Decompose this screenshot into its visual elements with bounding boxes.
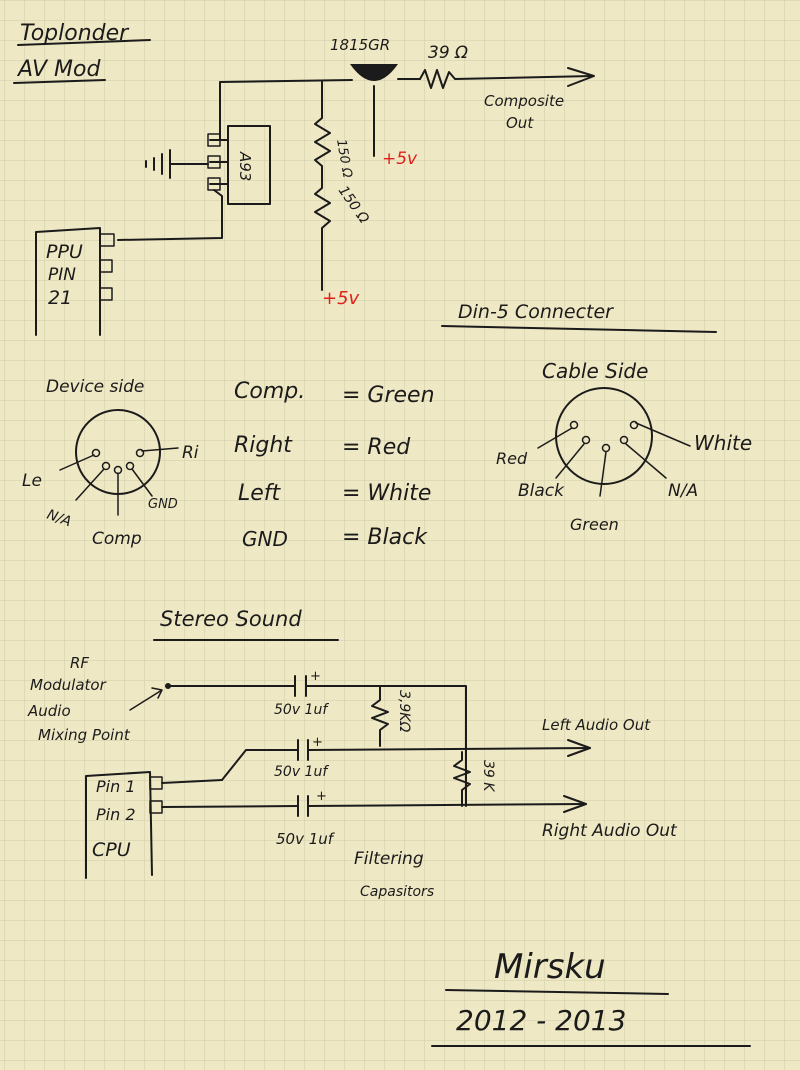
right-audio-line [161,803,587,808]
title-line-2: AV Mod [16,57,101,82]
resistor-39-ohm [419,69,593,89]
stereo-sound-section: Stereo Sound RF Modulator Audio Mixing P… [27,607,678,900]
cable-side-label: Cable Side [542,359,648,383]
cable-pin-green: Green [570,515,619,534]
signature-years: 2012 - 2013 [456,1004,626,1037]
composite-out-label-1: Composite [484,92,564,110]
filtering-label-1: Filtering [354,849,424,869]
capacitor-1-label: 50v 1uf [274,702,329,718]
din5-heading: Din-5 Connecter [458,301,614,323]
ground-symbol [145,149,209,179]
map-signal-3: GND [242,527,288,551]
svg-text:+: + [316,789,327,804]
capacitor-1 [294,675,307,697]
svg-text:+: + [312,735,323,750]
left-audio-line [221,747,591,781]
device-pin-le: Le [22,471,42,491]
capacitor-3-label: 50v 1uf [276,830,336,848]
signature-block: Mirsku 2012 - 2013 [431,947,751,1047]
chip-a93-label: A93 [236,151,254,181]
map-color-0: = Green [342,383,435,408]
rf-note-3: Audio [27,702,71,720]
rf-note-2: Modulator [30,676,107,694]
filtering-label-2: Capasitors [360,884,434,900]
resistor-150-1: 150 Ω [333,138,355,179]
cpu-pin2: Pin 2 [96,805,136,824]
composite-arrow [567,67,595,87]
ppu-label-3: 21 [48,287,72,309]
resistor-39k-label: 39 K [480,760,496,793]
resistor-3-9k-label: 3,9KΩ [396,690,412,732]
title-block: Toplonder AV Mod [13,21,151,84]
map-signal-0: Comp. [234,379,305,404]
transistor-symbol [350,64,398,81]
ppu-label-2: PIN [48,265,76,285]
device-pin-gnd: GND [148,497,178,512]
stereo-heading: Stereo Sound [160,607,302,631]
transistor-label: 1815GR [330,36,390,54]
device-side-label: Device side [46,377,144,397]
map-color-3: = Black [342,525,428,550]
rf-note-4: Mixing Point [38,726,131,744]
rf-note-1: RF [70,654,89,672]
signature-name: Mirsku [494,947,606,987]
map-color-1: = Red [342,435,411,460]
resistor-39-ohm-label: 39 Ω [428,43,468,63]
map-signal-1: Right [234,433,293,458]
map-signal-2: Left [238,481,282,506]
map-color-2: = White [342,481,431,506]
cpu-chip [85,771,153,879]
cable-pin-white: White [694,431,752,455]
capacitor-3 [297,795,309,817]
right-out-label: Right Audio Out [542,821,678,841]
cable-pin-black: Black [518,481,565,501]
left-out-label: Left Audio Out [542,716,651,734]
resistor-chain [314,81,331,291]
composite-out-label-2: Out [506,114,534,132]
plus5v-bottom: +5v [322,288,360,309]
cpu-label: CPU [92,839,131,861]
chip-a93 [227,125,271,205]
ppu-label-1: PPU [46,241,83,263]
din5-section: Din-5 Connecter Device side Le Ri N/A GN… [22,301,752,551]
cable-pin-red: Red [496,449,528,468]
cpu-pin1: Pin 1 [96,777,136,796]
resistor-39k [453,751,471,807]
cable-pin-na: N/A [668,481,698,501]
cable-side-connector [555,387,653,485]
plus5v-top: +5v [382,149,418,169]
capacitor-2-label: 50v 1uf [274,764,329,780]
capacitor-2 [297,739,309,761]
device-pin-ri: Ri [182,443,199,463]
device-pin-na: N/A [45,507,74,531]
resistor-3-9k [371,685,389,747]
device-pin-comp: Comp [92,529,142,549]
svg-text:+: + [310,669,321,684]
